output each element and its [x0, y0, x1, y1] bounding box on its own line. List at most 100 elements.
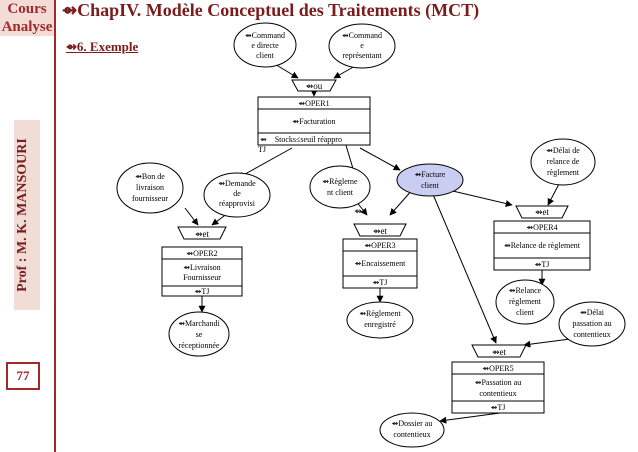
arrow-bullet-icon: ⇴: [535, 260, 542, 269]
event-commande-representant: ⇴Command e représentant: [328, 23, 396, 69]
arrow-bullet-icon: ⇴: [415, 170, 422, 179]
event-bon-livraison: ⇴Bon de livraison fournisseur: [116, 162, 184, 214]
svg-text:se: se: [196, 330, 203, 339]
event-commande-directe: ⇴Command e directe client: [233, 22, 297, 68]
svg-text:⇴et: ⇴et: [373, 226, 388, 236]
arrow-bullet-icon: ⇴: [342, 31, 349, 40]
sync-ou: ⇴ou: [291, 79, 337, 92]
sync-et-oper2: ⇴et: [177, 226, 227, 240]
arrow-bullet-icon: ⇴: [298, 99, 305, 108]
svg-text:⇴Règleme: ⇴Règleme: [322, 177, 358, 186]
svg-text:contentieux: contentieux: [573, 330, 610, 339]
svg-text:⇴Délai de: ⇴Délai de: [546, 146, 580, 155]
arrow-bullet-icon: ⇴: [322, 177, 329, 186]
sync-et-oper5: ⇴et: [471, 344, 527, 358]
svg-text:réceptionnée: réceptionnée: [179, 341, 220, 350]
arrow-bullet-icon: ⇴: [183, 263, 190, 272]
svg-text:⇴Livraison: ⇴Livraison: [183, 263, 220, 272]
arrow-bullet-icon: ⇴: [492, 347, 500, 357]
svg-text:client: client: [421, 181, 440, 190]
arrow-bullet-icon: ⇴: [504, 241, 511, 250]
svg-text:TJ: TJ: [258, 145, 266, 154]
svg-text:⇴Relance de règlement: ⇴Relance de règlement: [504, 241, 581, 250]
svg-text:⇴Command: ⇴Command: [245, 31, 285, 40]
event-facture-client: ⇴Facture client: [396, 163, 464, 197]
arrow-bullet-icon: ⇴: [260, 135, 267, 144]
svg-text:⇴Délai: ⇴Délai: [580, 308, 605, 317]
operation-oper4: ⇴OPER4 ⇴Relance de règlement ⇴TJ: [493, 220, 591, 271]
sidebar-band: [14, 120, 40, 310]
svg-text:⇴OPER3: ⇴OPER3: [364, 241, 395, 250]
event-reglement-client: ⇴Règleme nt client: [309, 165, 371, 209]
svg-text:e: e: [360, 41, 364, 50]
arrow-bullet-icon: ⇴: [186, 249, 193, 258]
svg-text:⇴Demande: ⇴Demande: [218, 179, 256, 188]
svg-text:⇴TJ: ⇴TJ: [491, 403, 506, 412]
sync-et-oper4: ⇴et: [515, 205, 569, 219]
page-number: 77: [6, 362, 40, 390]
arrow-bullet-icon: ⇴: [392, 419, 399, 428]
arrow-bullet-icon: ⇴: [306, 81, 314, 91]
svg-text:fournisseur: fournisseur: [132, 194, 168, 203]
svg-text:enregistré: enregistré: [364, 320, 396, 329]
arrow-bullet-icon: ⇴: [355, 259, 362, 268]
svg-text:règlement: règlement: [547, 168, 580, 177]
event-demande-reappro: ⇴Demande de réapprovisi: [203, 172, 271, 218]
arrow-bullet-icon: ⇴: [526, 223, 533, 232]
svg-text:de: de: [233, 189, 241, 198]
svg-text:⇴Facture: ⇴Facture: [415, 170, 446, 179]
section-heading-text: 6. Exemple: [76, 39, 139, 54]
svg-text:⇴ou: ⇴ou: [306, 81, 323, 91]
sync-et-oper3: ⇴et: [353, 223, 407, 237]
arrow-bullet-icon: ⇴: [364, 241, 371, 250]
event-delai-contentieux: ⇴Délai passation au contentieux: [558, 301, 626, 347]
arrow-bullet-icon: ⇴: [135, 172, 142, 181]
arrow-bullet-icon: ⇴: [373, 226, 381, 236]
event-dossier-contentieux: ⇴Dossier au contentieux: [379, 412, 445, 448]
operation-oper5: ⇴OPER5 ⇴Passation au contentieux ⇴TJ: [451, 361, 545, 414]
slide-title-text: ChapIV. Modèle Conceptuel des Traitement…: [77, 0, 480, 20]
arrow-bullet-icon: ⇴: [195, 287, 202, 296]
svg-text:⇴OPER1: ⇴OPER1: [298, 99, 329, 108]
svg-text:⇴Command: ⇴Command: [342, 31, 382, 40]
sidebar-divider: [54, 0, 56, 452]
svg-text:⇴Dossier au: ⇴Dossier au: [392, 419, 433, 428]
svg-text:⇴OPER4: ⇴OPER4: [526, 223, 557, 232]
svg-text:relance de: relance de: [547, 157, 580, 166]
svg-text:⇴et: ⇴et: [535, 207, 550, 217]
svg-text:⇴OPER5: ⇴OPER5: [482, 364, 513, 373]
svg-text:règlement: règlement: [509, 297, 542, 306]
slide-title: ⇴ChapIV. Modèle Conceptuel des Traitemen…: [62, 0, 479, 21]
svg-text:passation au: passation au: [572, 319, 611, 328]
svg-text:⇴Stocks≤seuil réappro: ⇴Stocks≤seuil réappro: [260, 135, 342, 144]
svg-text:⇴Passation au: ⇴Passation au: [475, 378, 521, 387]
svg-text:⇴Marchandi: ⇴Marchandi: [178, 319, 220, 328]
event-delai-relance: ⇴Délai de relance de règlement: [530, 138, 596, 186]
section-heading: ⇴6. Exemple: [66, 39, 138, 55]
svg-text:⇴TJ: ⇴TJ: [195, 287, 210, 296]
svg-text:⇴et: ⇴et: [492, 347, 507, 357]
svg-text:client: client: [256, 51, 275, 60]
arrow-bullet-icon: ⇴: [178, 319, 185, 328]
arrow-bullet-icon: ⇴: [482, 364, 489, 373]
svg-text:client: client: [516, 308, 535, 317]
operation-oper1: ⇴OPER1 ⇴Facturation ⇴Stocks≤seuil réappr…: [257, 96, 371, 154]
arrow-bullet-icon: ⇴: [245, 31, 252, 40]
arrow-bullet-icon: ⇴: [546, 146, 553, 155]
arrow-bullet-icon: ⇴: [359, 309, 366, 318]
event-relance-client: ⇴Relance règlement client: [495, 279, 555, 325]
svg-text:réapprovisi: réapprovisi: [219, 199, 256, 208]
operation-oper2: ⇴OPER2 ⇴Livraison Fournisseur ⇴TJ: [161, 246, 243, 297]
arrow-bullet-icon: ⇴: [475, 378, 482, 387]
svg-text:⇴Règlement: ⇴Règlement: [359, 309, 401, 318]
arrow-bullet-icon: ⇴: [373, 278, 380, 287]
arrow-bullet-icon: ⇴: [354, 206, 362, 216]
arrow-bullet-icon: ⇴: [509, 286, 516, 295]
svg-text:contentieux: contentieux: [479, 389, 516, 398]
svg-text:contentieux: contentieux: [393, 430, 430, 439]
svg-text:e directe: e directe: [251, 41, 279, 50]
arrow-bullet-icon: ⇴: [195, 229, 203, 239]
svg-text:⇴OPER2: ⇴OPER2: [186, 249, 217, 258]
arrow-bullet-icon: ⇴: [535, 207, 543, 217]
